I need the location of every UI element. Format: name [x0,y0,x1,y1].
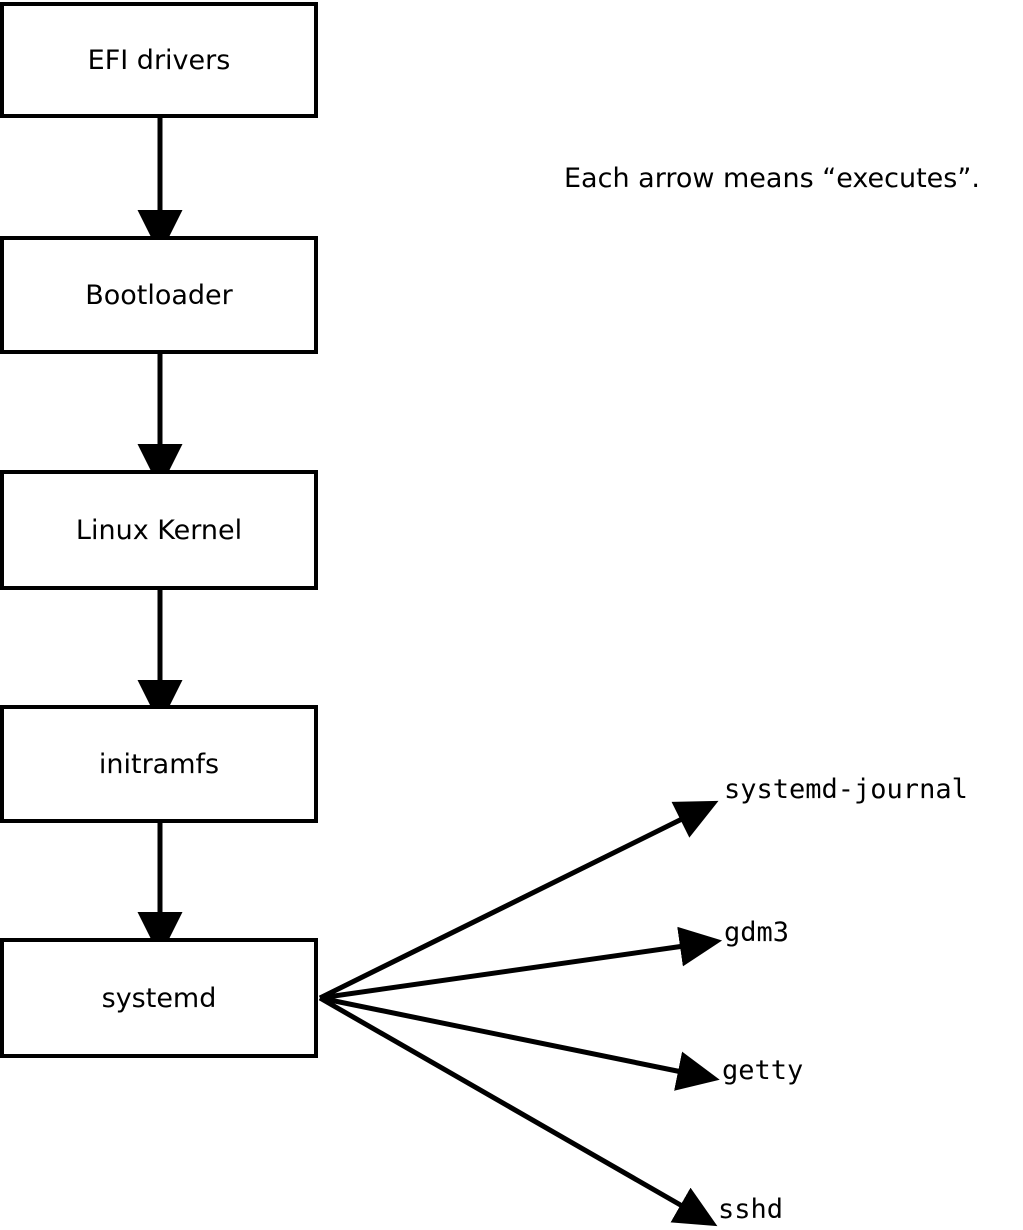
node-label-linux-kernel: Linux Kernel [75,514,243,546]
node-label-efi-drivers: EFI drivers [87,44,231,76]
legend-caption: Each arrow means “executes”. [564,163,980,194]
node-label-systemd: systemd [101,982,217,1014]
node-label-initramfs: initramfs [98,748,220,780]
node-systemd[interactable]: systemd [0,938,318,1058]
service-label-systemd-journal[interactable]: systemd-journal [724,774,968,805]
node-initramfs[interactable]: initramfs [0,705,318,823]
fan-arrow-getty [319,995,720,1091]
fan-arrow-sshd [318,995,718,1227]
fan-arrow-systemd-journal [318,800,719,1001]
node-label-bootloader: Bootloader [85,279,233,311]
service-label-getty[interactable]: getty [722,1055,804,1086]
service-label-gdm3[interactable]: gdm3 [724,917,790,948]
node-linux-kernel[interactable]: Linux Kernel [0,470,318,590]
fan-arrow-gdm3 [319,926,723,1001]
node-bootloader[interactable]: Bootloader [0,236,318,354]
node-efi-drivers[interactable]: EFI drivers [0,2,318,118]
service-label-sshd[interactable]: sshd [718,1194,784,1225]
